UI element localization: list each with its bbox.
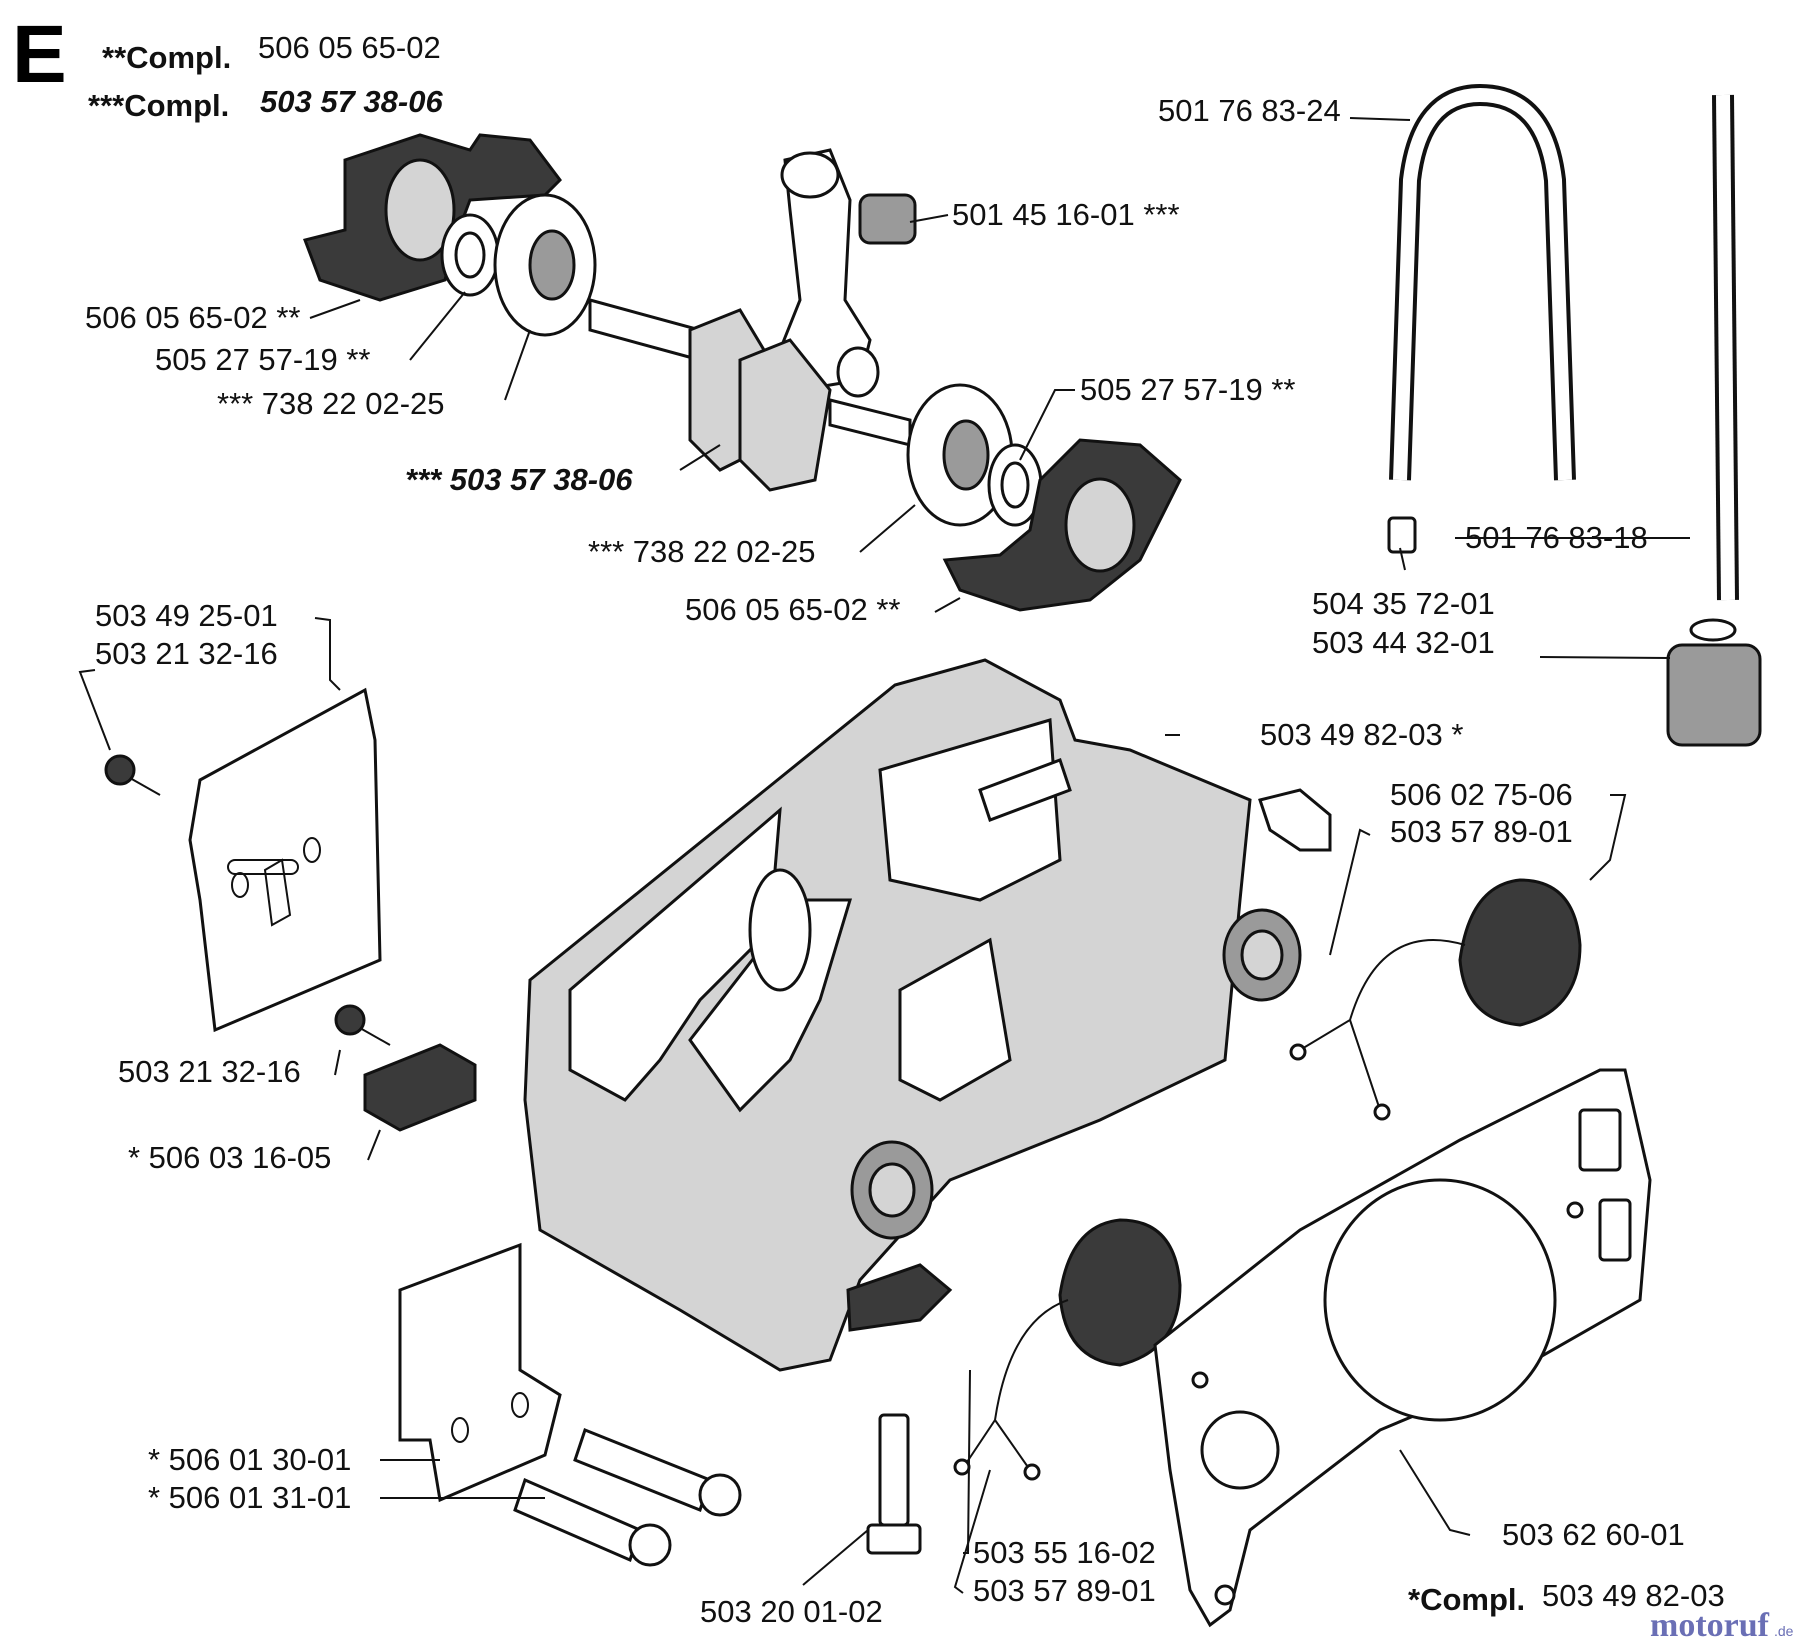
callout-fuel-filter: 503 44 32-01	[1312, 625, 1495, 660]
callout-bracket: * 506 01 30-01	[148, 1442, 351, 1477]
callout-crankcase: 503 49 82-03 *	[1260, 717, 1463, 752]
compl-marker-1: **Compl.	[102, 40, 231, 75]
callout-spring-lower: 503 57 89-01	[973, 1573, 1156, 1608]
callout-av-buffer-lower: 503 55 16-02	[973, 1535, 1156, 1570]
section-letter: E	[12, 9, 67, 100]
callout-fuel-hose: 501 76 83-24	[1158, 93, 1341, 128]
callout-bearing-housing-left: 506 05 65-02 **	[85, 300, 300, 335]
bottom-plate	[1153, 1068, 1652, 1628]
leader-lines	[78, 117, 1690, 1594]
watermark-suffix: .de	[1774, 1623, 1794, 1639]
compl-part-2: 503 57 38-06	[260, 84, 443, 119]
callout-ball-bearing-right: *** 738 22 02-25	[588, 534, 816, 569]
callout-long-screw: 503 20 01-02	[700, 1594, 883, 1629]
callout-fuel-line: 501 76 83-18	[1465, 520, 1648, 555]
callout-ball-bearing-left: *** 738 22 02-25	[217, 386, 445, 421]
compl-part-1: 506 05 65-02	[258, 30, 441, 65]
bracket-bolts-group	[398, 1242, 922, 1567]
callout-screw-top: 503 21 32-16	[95, 636, 278, 671]
callout-crankshaft: *** 503 57 38-06	[405, 462, 633, 497]
callout-spring-upper: 503 57 89-01	[1390, 814, 1573, 849]
callout-seal-left: 505 27 57-19 **	[155, 342, 370, 377]
callout-bearing-housing-right: 506 05 65-02 **	[685, 592, 900, 627]
callout-guide-plate: 503 49 25-01	[95, 598, 278, 633]
guide-plate-group	[104, 687, 477, 1132]
callout-av-buffer-upper: 506 02 75-06	[1390, 777, 1573, 812]
callout-needle-bearing: 501 45 16-01 ***	[952, 197, 1180, 232]
compl-part-3: 503 49 82-03	[1542, 1578, 1725, 1613]
crankcase	[523, 658, 1332, 1372]
callout-rubber-block: * 506 03 16-05	[128, 1140, 331, 1175]
callout-screw-bottom: 503 21 32-16	[118, 1054, 301, 1089]
crankshaft-assembly	[303, 133, 1182, 612]
compl-marker-3: *Compl.	[1408, 1582, 1525, 1617]
av-buffer-upper	[1289, 878, 1582, 1121]
compl-marker-2: ***Compl.	[88, 88, 229, 123]
fuel-hose-group	[1387, 83, 1762, 747]
watermark-logo: motoruf	[1650, 1607, 1770, 1643]
callout-gasket-plate: 503 62 60-01	[1502, 1517, 1685, 1552]
av-buffer-lower	[953, 1218, 1182, 1481]
callout-bolt: * 506 01 31-01	[148, 1480, 351, 1515]
callout-seal-right: 505 27 57-19 **	[1080, 372, 1295, 407]
callout-fitting: 504 35 72-01	[1312, 586, 1495, 621]
